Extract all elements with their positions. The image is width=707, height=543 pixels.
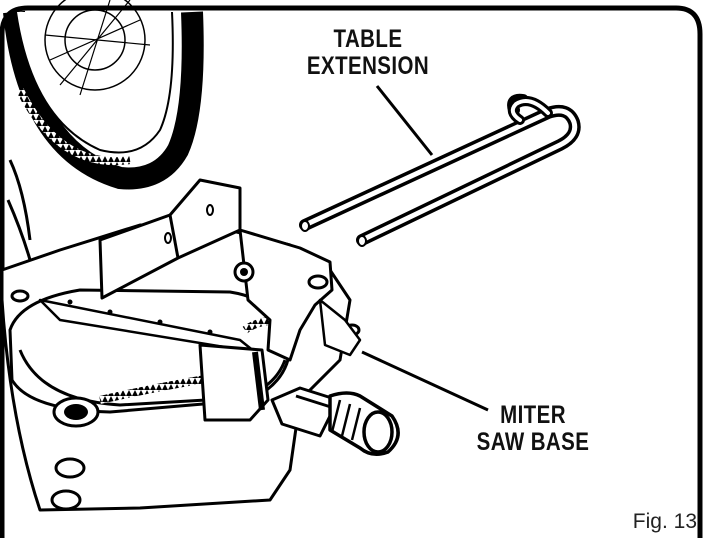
miter-saw-base [0, 178, 400, 512]
figure-caption: Fig. 13 [632, 510, 697, 533]
table-extension-label-line2: EXTENSION [306, 52, 430, 80]
saw-blade-guard [3, 0, 204, 301]
miter-saw-base-label-line1: MITER [500, 401, 566, 429]
miter-saw-base-label-line2: SAW BASE [476, 428, 590, 456]
figure-frame [0, 5, 703, 538]
table-extension-rod [299, 93, 581, 247]
miter-saw-base-leader [361, 350, 489, 412]
table-extension-leader [375, 85, 434, 156]
miter-saw-base-label: MITER SAW BASE [463, 402, 602, 456]
table-extension-label: TABLE EXTENSION [298, 26, 437, 80]
table-extension-label-line1: TABLE [333, 25, 403, 53]
